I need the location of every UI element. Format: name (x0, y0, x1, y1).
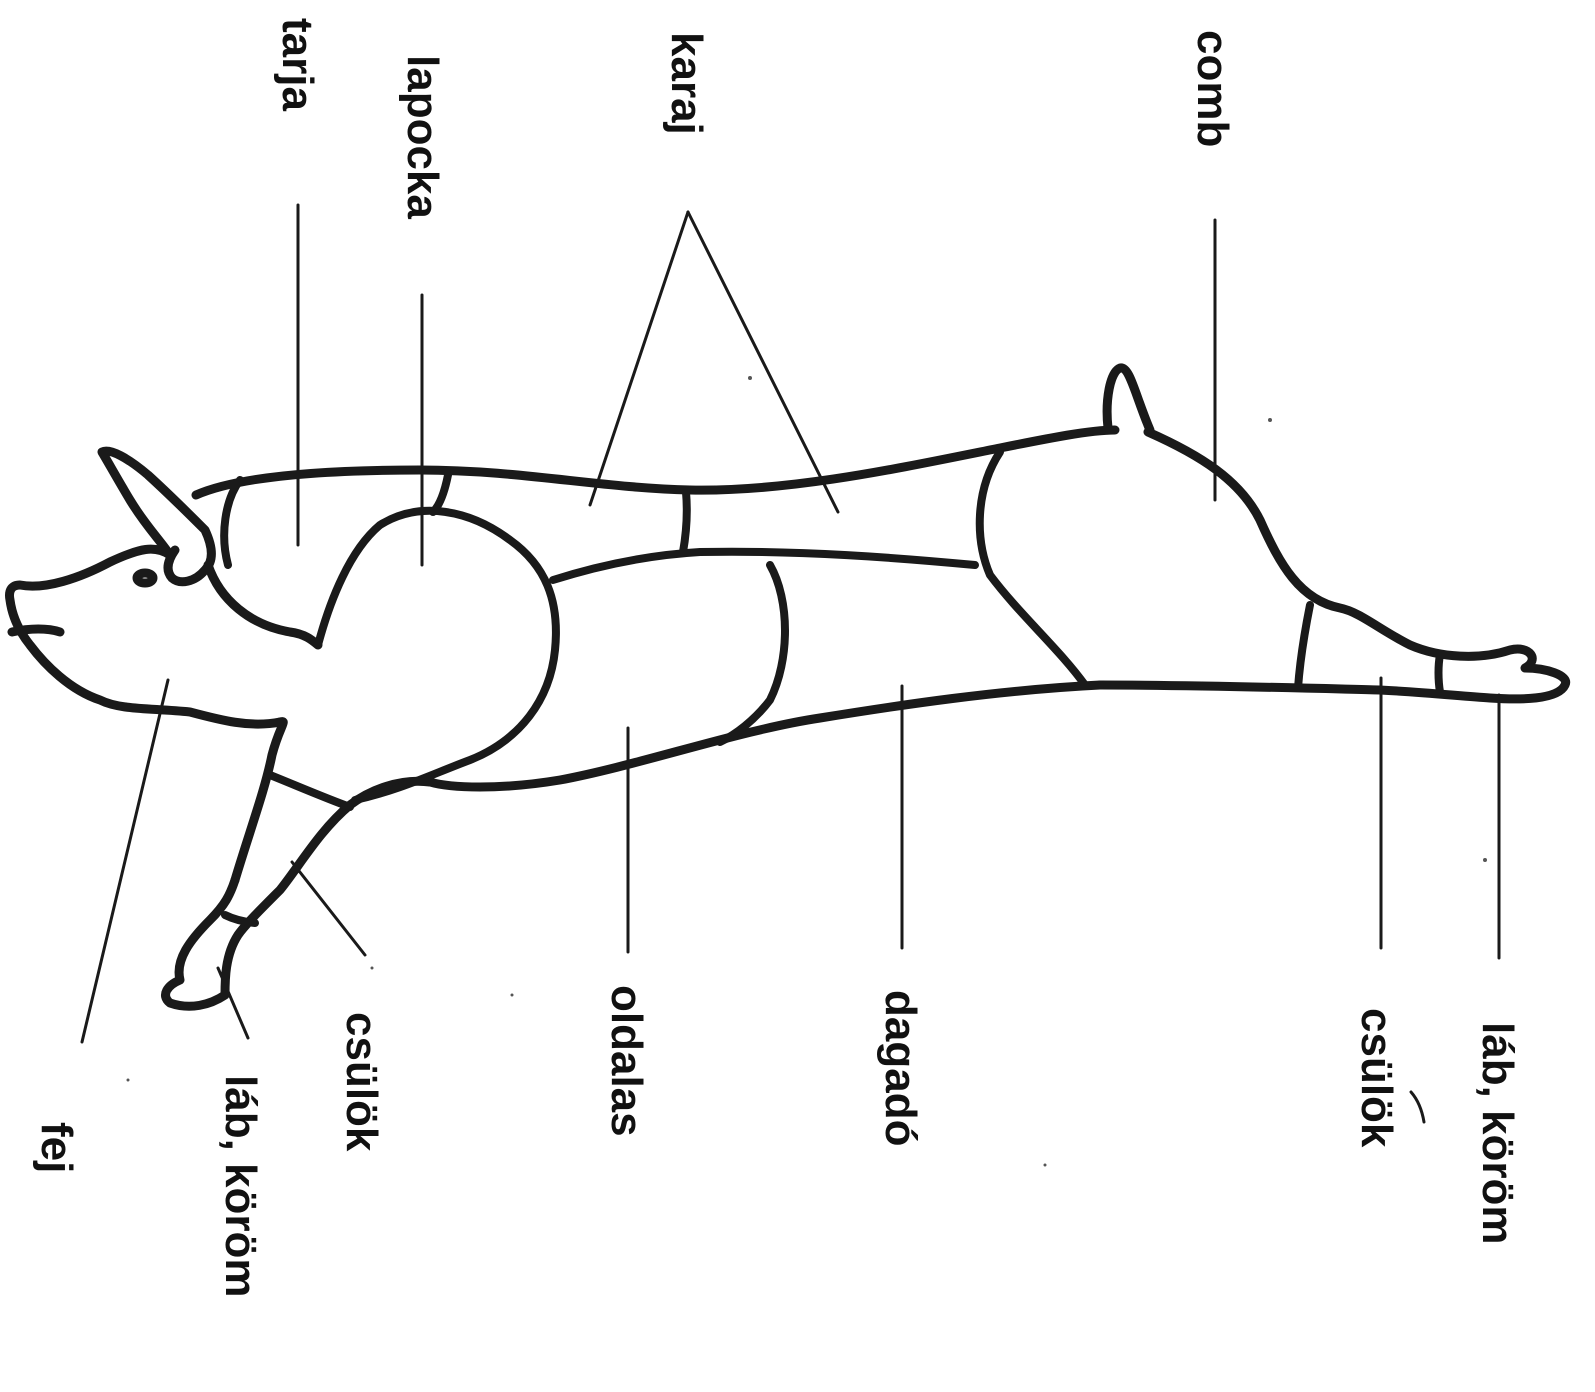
cut-front-csulok (270, 775, 350, 807)
leader-karaj-right (688, 212, 838, 512)
leader-csulok-front (292, 862, 365, 955)
label-karaj: karaj (662, 32, 711, 135)
leader-lines (82, 205, 1499, 1042)
tail (1107, 368, 1150, 430)
speck-stroke (1411, 1092, 1424, 1122)
leader-fej (82, 680, 168, 1042)
neck-line (208, 565, 318, 645)
leader-lab-korom-front (218, 968, 248, 1038)
label-csulok-rear: csülök (1352, 1008, 1401, 1148)
speck (1483, 858, 1487, 862)
speck (511, 994, 514, 997)
cut-rear-csulok (1298, 605, 1310, 688)
cut-lapocka (318, 511, 556, 800)
cut-tarja-lapocka (433, 475, 448, 512)
scan-specks (127, 376, 1488, 1167)
label-csulok-front: csülök (337, 1012, 386, 1152)
label-dagado: dagadó (876, 990, 925, 1146)
label-comb: comb (1188, 30, 1237, 147)
label-lab-korom-rear: láb, köröm (1473, 1022, 1522, 1245)
cut-tarja (224, 480, 240, 565)
rump-line (1100, 432, 1566, 699)
cut-rear-lab (1439, 655, 1441, 692)
speck (1044, 1164, 1047, 1167)
front-leg-rear-edge (165, 781, 430, 1006)
eye (137, 573, 153, 583)
label-lapocka: lapocka (398, 55, 447, 219)
label-tarja: tarja (273, 18, 322, 111)
cut-karaj-vertical (683, 492, 687, 552)
speck (371, 967, 374, 970)
label-oldalas: oldalas (602, 985, 651, 1137)
cut-karaj-oldalas (553, 552, 975, 580)
leader-karaj-left (590, 212, 688, 505)
cut-oldalas-dagado (720, 565, 785, 742)
front-leg-front-edge (235, 722, 283, 880)
pig-outline (9, 368, 1565, 1006)
speck (748, 376, 752, 380)
speck (1268, 418, 1272, 422)
label-lab-korom-front: láb, köröm (216, 1075, 265, 1298)
back-line (196, 430, 1115, 495)
speck (127, 1079, 130, 1082)
label-fej: fej (32, 1122, 81, 1173)
cut-comb (980, 452, 1085, 685)
snout-nostril (12, 629, 60, 632)
